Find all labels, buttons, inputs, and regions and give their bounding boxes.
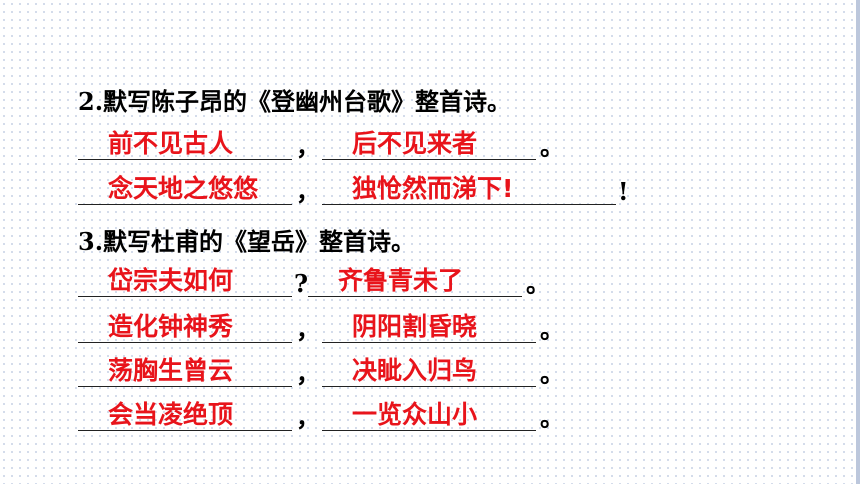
punctuation: 。 — [540, 403, 564, 432]
right-border — [856, 0, 860, 484]
answer-text: 后不见来者 — [352, 129, 478, 158]
answer-blank[interactable]: 前不见古人 — [78, 129, 292, 160]
answer-blank[interactable]: 岱宗夫如何 — [78, 266, 292, 297]
punctuation: ， — [296, 132, 320, 161]
answer-blank[interactable]: 后不见来者 — [322, 129, 536, 160]
question-3-title: 3.默写杜甫的《望岳》整首诗。 — [78, 227, 416, 256]
answer-blank[interactable]: 阴阳割昏晓 — [322, 312, 536, 343]
answer-blank[interactable]: 念天地之悠悠 — [78, 174, 292, 205]
answer-text: 齐鲁青未了 — [338, 266, 464, 295]
answer-text: 会当凌绝顶 — [108, 400, 234, 429]
punctuation: 。 — [540, 359, 564, 388]
answer-text: 念天地之悠悠 — [108, 174, 259, 203]
punctuation: ! — [618, 177, 629, 206]
punctuation: 。 — [540, 132, 564, 161]
punctuation: ， — [296, 177, 320, 206]
answer-text: 荡胸生曾云 — [108, 356, 234, 385]
answer-blank[interactable]: 会当凌绝顶 — [78, 400, 292, 431]
answer-blank[interactable]: 造化钟神秀 — [78, 312, 292, 343]
answer-text: 阴阳割昏晓 — [352, 312, 478, 341]
answer-blank[interactable]: 决眦入归鸟 — [322, 356, 536, 387]
question-2-title: 2.默写陈子昂的《登幽州台歌》整首诗。 — [78, 87, 512, 116]
punctuation: 。 — [540, 315, 564, 344]
punctuation: 。 — [526, 269, 550, 298]
answer-blank[interactable]: 荡胸生曾云 — [78, 356, 292, 387]
punctuation: ， — [296, 403, 320, 432]
punctuation: ， — [296, 315, 320, 344]
answer-text: 造化钟神秀 — [108, 312, 234, 341]
answer-text: 独怆然而涕下! — [352, 174, 514, 203]
answer-text: 一览众山小 — [352, 400, 478, 429]
answer-blank[interactable]: 齐鲁青未了 — [308, 266, 522, 297]
answer-text: 决眦入归鸟 — [352, 356, 478, 385]
punctuation: ， — [296, 359, 320, 388]
punctuation: ? — [294, 269, 309, 298]
answer-blank[interactable]: 一览众山小 — [322, 400, 536, 431]
answer-text: 岱宗夫如何 — [108, 266, 234, 295]
answer-blank[interactable]: 独怆然而涕下! — [322, 174, 616, 205]
answer-text: 前不见古人 — [108, 129, 234, 158]
